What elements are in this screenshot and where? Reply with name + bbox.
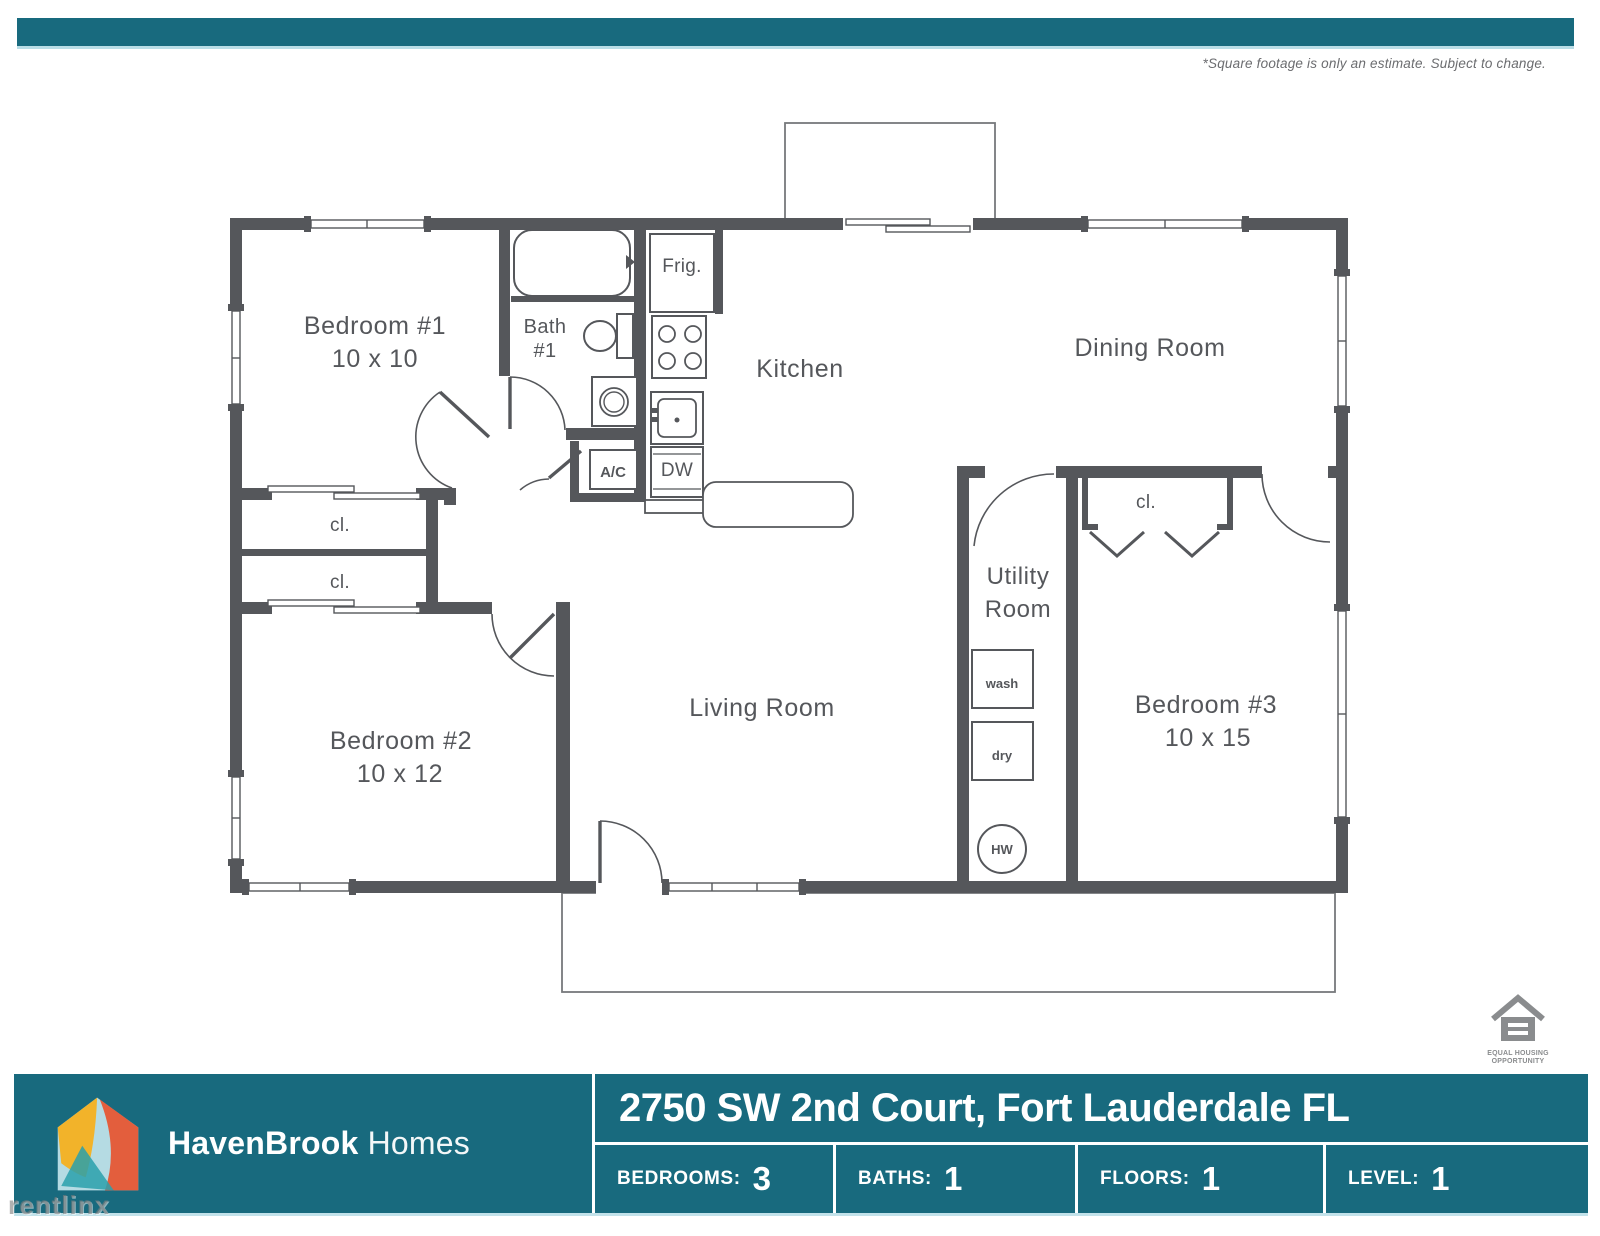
water-heater — [977, 824, 1027, 874]
eho-text-line1: EQUAL HOUSING — [1487, 1050, 1549, 1057]
stat-bedrooms: BEDROOMS: 3 — [595, 1145, 833, 1213]
doors — [415, 376, 1331, 884]
label-washer: wash — [985, 676, 1019, 691]
windows — [228, 216, 1350, 895]
footer-bar: HavenBrook Homes 2750 SW 2nd Court, Fort… — [14, 1074, 1588, 1216]
top-accent-bar — [17, 18, 1574, 49]
footer-info-section: 2750 SW 2nd Court, Fort Lauderdale FL BE… — [592, 1074, 1588, 1213]
stat-bedrooms-label: BEDROOMS: — [617, 1168, 741, 1189]
washer — [971, 649, 1034, 709]
patio-outline — [561, 892, 1336, 993]
stove — [651, 315, 707, 379]
label-ac: A/C — [600, 464, 626, 481]
stat-floors: FLOORS: 1 — [1075, 1145, 1323, 1213]
stat-floors-label: FLOORS: — [1100, 1168, 1190, 1189]
room-label-kitchen: Kitchen — [756, 355, 844, 383]
kitchen-counter — [702, 481, 854, 528]
label-closet3: cl. — [1136, 492, 1156, 513]
brand-name: HavenBrook Homes — [168, 1125, 470, 1162]
label-frig: Frig. — [662, 256, 702, 277]
brand-light: Homes — [367, 1125, 470, 1161]
room-labels: Bedroom #1 10 x 10 Bath #1 Kitchen Dinin… — [304, 256, 1277, 857]
stat-baths: BATHS: 1 — [833, 1145, 1075, 1213]
stat-level: LEVEL: 1 — [1323, 1145, 1588, 1213]
havenbrook-logo — [57, 1097, 139, 1190]
room-dims-bedroom3: 10 x 15 — [1165, 724, 1251, 752]
brand-bold: HavenBrook — [168, 1125, 359, 1161]
stat-baths-label: BATHS: — [858, 1168, 932, 1189]
bathtub — [513, 229, 631, 297]
ac-unit — [589, 449, 638, 490]
toilet-bowl — [583, 320, 617, 352]
property-address: 2750 SW 2nd Court, Fort Lauderdale FL — [595, 1074, 1588, 1145]
room-label-bedroom1: Bedroom #1 — [304, 312, 446, 340]
room-label-bedroom3: Bedroom #3 — [1135, 691, 1277, 719]
rentlinx-watermark: rentlinx — [8, 1190, 110, 1220]
room-label-utility: Utility — [987, 563, 1050, 590]
eho-text-line2: OPPORTUNITY — [1491, 1058, 1545, 1065]
dryer — [971, 721, 1034, 781]
label-dw: DW — [661, 460, 693, 481]
disclaimer-text: *Square footage is only an estimate. Sub… — [1202, 56, 1546, 71]
toilet-tank — [616, 313, 634, 359]
equal-housing-house-icon — [1491, 994, 1545, 1041]
label-closet2: cl. — [330, 572, 350, 593]
floorplan-drawing: Bedroom #1 10 x 10 Bath #1 Kitchen Dinin… — [228, 122, 1350, 993]
room-label-utility2: Room — [985, 596, 1051, 623]
fixtures — [511, 229, 1034, 874]
stat-floors-value: 1 — [1201, 1160, 1221, 1197]
room-label-bedroom2: Bedroom #2 — [330, 727, 472, 755]
room-label-bath1: Bath — [524, 316, 567, 338]
room-label-bath1-num: #1 — [533, 340, 556, 362]
stat-level-label: LEVEL: — [1348, 1168, 1420, 1189]
refrigerator — [649, 233, 715, 313]
porch-outline — [784, 122, 996, 220]
label-dryer: dry — [992, 748, 1013, 763]
equal-housing-logo: EQUAL HOUSING OPPORTUNITY — [1487, 993, 1549, 1066]
room-dims-bedroom1: 10 x 10 — [332, 345, 418, 373]
property-stats: BEDROOMS: 3 BATHS: 1 FLOORS: 1 LEVEL: 1 — [595, 1145, 1588, 1213]
room-label-dining: Dining Room — [1074, 334, 1225, 362]
stat-baths-value: 1 — [943, 1160, 963, 1197]
stat-level-value: 1 — [1431, 1160, 1450, 1197]
footer-brand-section: HavenBrook Homes — [14, 1074, 592, 1213]
room-label-living: Living Room — [689, 694, 835, 722]
stat-bedrooms-value: 3 — [752, 1160, 771, 1197]
room-dims-bedroom2: 10 x 12 — [357, 760, 443, 788]
label-closet1: cl. — [330, 515, 350, 536]
label-water-heater: HW — [991, 842, 1013, 857]
